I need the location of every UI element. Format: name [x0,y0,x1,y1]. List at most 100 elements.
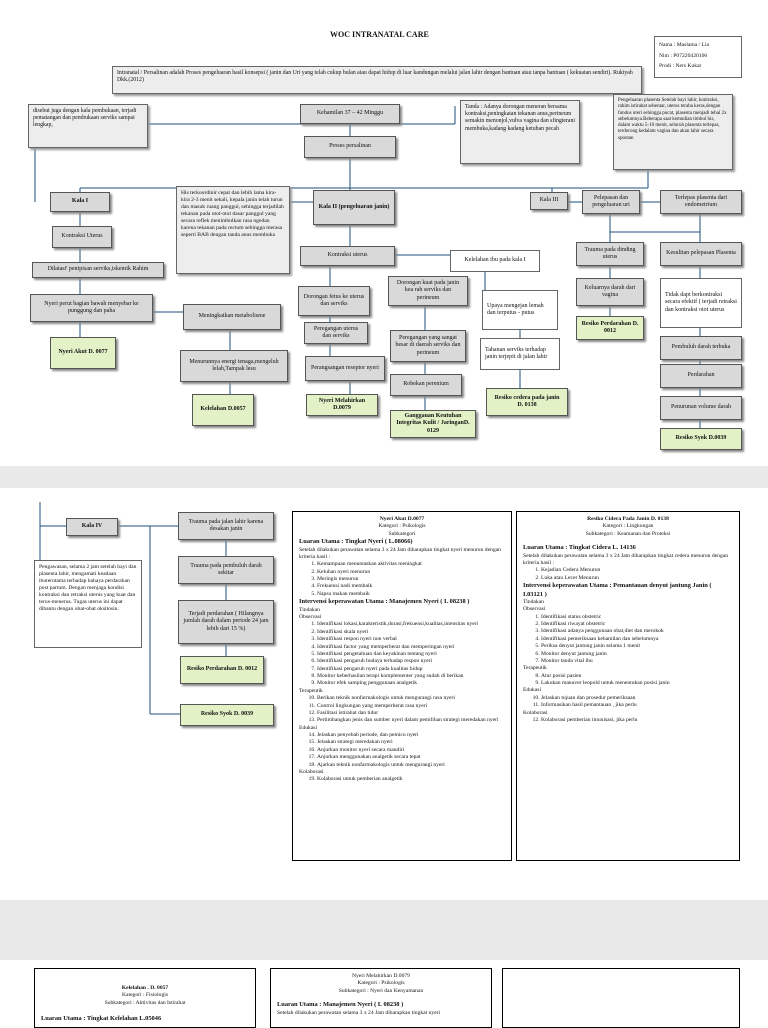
panel-luaran: Luaran Utama : Tingkat Nyeri ( L.08066) [299,538,413,546]
terjadi-perdarahan-box: Terjadi perdarahan ( Hilangnya jumlah da… [178,600,274,644]
panel-tindakan: Tindakan [299,606,320,613]
kala2-box: Kala II (pengeluaran janin) [313,190,395,225]
panel-subkategori: Subkategori [388,530,416,537]
kontraksi-box: Kontraksi uterus [300,246,395,266]
list-item: Keluhan nyeri menurun [317,569,505,576]
list-item: Napsu makan membaik [317,591,505,598]
list-item: Kejadian Cedera Menurun [541,567,733,574]
list-item: Identifikasi pengetahuan dan keyakinan t… [317,651,505,658]
list-item: Jelaskan penyebab periode, dan pemicu ny… [317,732,505,739]
panel-kategori: Kategori : Lingkungan [602,523,654,530]
nyeri-akut-panel: Nyeri Akut D.0077 Kategori : Psikologis … [292,511,512,861]
author-info: Nama : Maslama / Lia Nim : P07220420106 … [654,36,742,78]
panel-heading: Kelelahan . D. 0057 [121,985,169,991]
list-item: Monitor denyut jantung janin [541,651,733,658]
page-separator [0,900,768,960]
perdarahan-box: Perdarahan [660,364,742,388]
list-item: Frekuensi nadi membaik [317,583,505,590]
panel-subkategori: Subkategori : Aktivitas dan Istirahat [104,999,186,1006]
panel-luaran-desc: Setelah dilakukan perawatan selama 3 x 2… [299,546,501,560]
perangsangan-box: Perangsangan reseptor nyeri [305,356,385,381]
panel-subkategori: Subkategori : Keamanan dan Proteksi [585,530,671,537]
pelepasan-box: Pelepasan dan pengeluaran uri [582,190,640,214]
list-item: Identifikasi pengaruh nyeri pada kualita… [317,666,505,673]
kala1-box: Kala I [50,192,110,212]
kelelahan-ibu-box: Kelelahan ibu pada kala I [450,250,540,272]
kala1-note: disebut juga dengan kala pembukaan, terj… [28,104,148,148]
kelelahan-panel: Kelelahan . D. 0057 Kategori : Fisiologi… [34,968,256,1028]
list-item: Identifikasi pengaruh budaya terhadap re… [317,658,505,665]
dilatasi-box: Dilatasi' penipisan serviks,iskemik Rahi… [32,262,164,278]
robekan-box: Robekan perenium [390,374,462,396]
panel-tindakan: Tindakan [523,598,544,605]
kontraksi-uterus-box: Kontraksi Uterus [52,226,112,248]
panel-heading: Nyeri Akut D.0077 [379,516,425,522]
panel-luaran-desc: Setelah dilakukan perawatan selama 3 x 2… [523,552,729,566]
metabolisme-box: Meningkatkan metabolisme [183,304,281,330]
trauma-pembuluh-box: Trauma pada pembuluh darah sekitar [178,556,274,584]
keluarnya-darah-box: Keluarnya darah dari vagina [576,278,644,306]
terlepas-box: Terlepas plasenta dari endometrium [660,190,742,214]
author-nim: Nim : P07220420106 [659,52,708,59]
list-item: Identifikasi riwayat obstetric [541,621,733,628]
panel-luaran-desc: Setelah dilakukan perawatan selama 3 x 2… [277,1009,441,1016]
list-item: Lakukan manuver leopold untuk menentukan… [541,680,733,687]
list-item: Meringis menurun [317,576,505,583]
nyeri-melahirkan-panel: Nyeri Melahirkan D.0079 Kategori : Psiko… [270,968,492,1028]
list-item: Anjurkan monitor nyeri secara mandiri [317,747,505,754]
proses-box: Proses persalinan [304,136,396,158]
panel-luaran: Luaran Utama : Tingkat Kelelahan L.05046 [41,1015,162,1023]
list-item: Periksa denyut jantung janin selama 1 me… [541,643,733,650]
list-item: Kolaborasi pemberian imunisasi, jika per… [541,717,733,724]
peregangan-sangat-box: Peregangan yang sangat besar di daerah s… [390,330,466,362]
panel-kolaborasi: Kolaborasi [299,768,324,775]
list-item: Control lingkungan yang memperberat rasa… [317,703,505,710]
list-item: Monitor keberhasilan terapi komplementer… [317,673,505,680]
list-item: Fasilitasi istirahat dan tidur [317,710,505,717]
dorongan-fetus-box: Dorongan fetus ke uterus dan serviks [298,286,370,316]
page-separator [0,466,768,488]
panel-luaran: Luaran Utama : Manajemen Nyeri ( I. 0823… [277,1001,404,1009]
list-item: Kolaborasi untuk pemberian analgetik [317,776,505,783]
penurunan-box: Penurunan volume darah [660,396,742,420]
tahanan-box: Tahanan serviks terhadap janin terjepit … [480,338,560,370]
resiko-cedera-panel: Resiko Cidera Pada Janin D. 0138 Kategor… [516,511,740,861]
definition-box: Intranatal / Persalinan adalah Proses pe… [112,66,642,94]
list-item: Monitor tanda vital ibu [541,658,733,665]
panel-observasi: Observasi [299,614,322,621]
panel-kategori: Kategori : Psikologis [357,980,405,987]
resiko-cedera-diagnosis: Resiko cedera pada janin D. 0138 [486,388,568,416]
panel-kategori: Kategori : Fisiologis [122,992,168,999]
panel-observasi: Observasi [523,606,546,613]
list-item: Informasikan hasil pemantauan , jika per… [541,702,733,709]
resiko-perdarahan-diagnosis: Resiko Perdarahan D. 0012 [576,316,644,340]
resiko-perdarahan-2-diagnosis: Resiko Perdarahan D. 0012 [180,656,264,684]
kelelahan-diagnosis: Kelelahan D.0057 [192,394,254,426]
list-item: Identifikasi lokasi,karakteristik,durasi… [317,621,505,628]
list-item: Identifikasi respon nyeri non verbal [317,636,505,643]
kala3-note: Pengeluaran plasenta Setelah bayi lahir,… [613,94,733,170]
panel-intervensi: Intervensi keperawatan Utama : Pemantaua… [523,582,712,598]
kala4-box: Kala IV [66,518,118,536]
page-title: WOC INTRANATAL CARE [330,30,429,39]
resiko-syok-2-diagnosis: Resiko Syok D. 0039 [180,704,274,726]
gangguan-diagnosis: Ganggauan Keutuhan Integritas Kulit / Ja… [390,410,476,438]
trauma-jalan-lahir-box: Trauma pada jalan lahir karena desakan j… [178,512,274,540]
empty-panel [502,968,740,1028]
dorongan-kuat-box: Dorongan kuat pada janin kea rah serviks… [388,276,468,306]
kala4-note: Pengawasan, selama 2 jam setelah bayi da… [34,560,142,648]
trauma-dinding-box: Trauma pada dinding uterus [576,242,644,266]
peregangan-uterus-box: Peregangan uterus dan serviks [304,322,368,344]
panel-edukasi: Edukasi [523,687,542,694]
kala2-note: His terkoordinir cepat dan lebih lama ki… [176,186,290,274]
list-item: Kemampuan menuntaskan aktivitas meningka… [317,561,505,568]
panel-luaran: Luaran Utama : Tingkat Cidera L. 14136 [523,544,636,552]
upaya-box: Upaya mengejan lemah dan terputus - putu… [482,290,558,330]
panel-heading: Resiko Cidera Pada Janin D. 0138 [587,516,669,522]
tidak-dapat-box: Tidak dapt berkontraksi secara efektif (… [660,278,742,328]
tanda-box: Tanda : Adanya dorongan meneran bersama … [460,100,580,164]
kehamilan-box: Kehamilan 37 – 42 Minggu [300,104,400,124]
list-item: Luka atau Lecet Menurun [541,575,733,582]
